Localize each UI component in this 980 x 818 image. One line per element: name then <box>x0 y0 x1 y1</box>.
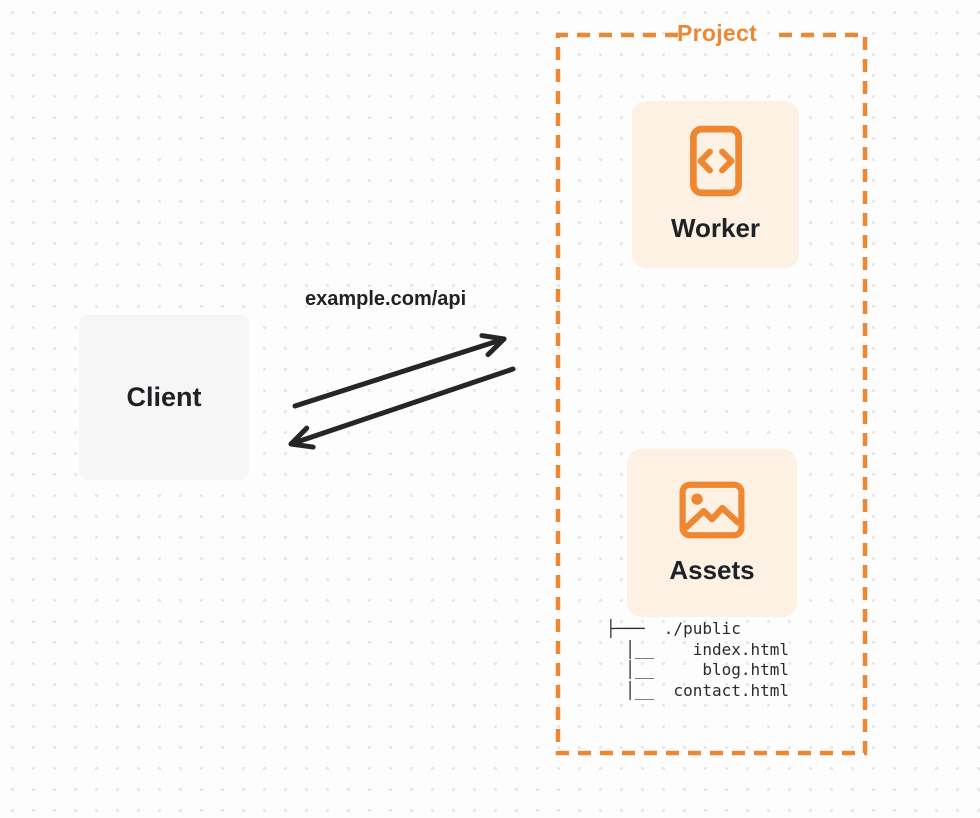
client-node: Client <box>79 315 249 480</box>
assets-node: Assets <box>627 449 797 617</box>
image-icon <box>679 481 745 538</box>
worker-node: Worker <box>632 101 799 268</box>
code-file-icon <box>689 125 742 197</box>
request-arrow <box>292 333 507 409</box>
file-tree: ├─── ./public │__ index.html │__ blog.ht… <box>606 619 790 700</box>
project-group-label: Project <box>676 20 758 46</box>
assets-label: Assets <box>669 554 755 585</box>
response-arrow <box>288 366 516 450</box>
worker-label: Worker <box>670 213 761 243</box>
client-label: Client <box>126 382 202 412</box>
request-url-label: example.com/api <box>305 288 467 310</box>
